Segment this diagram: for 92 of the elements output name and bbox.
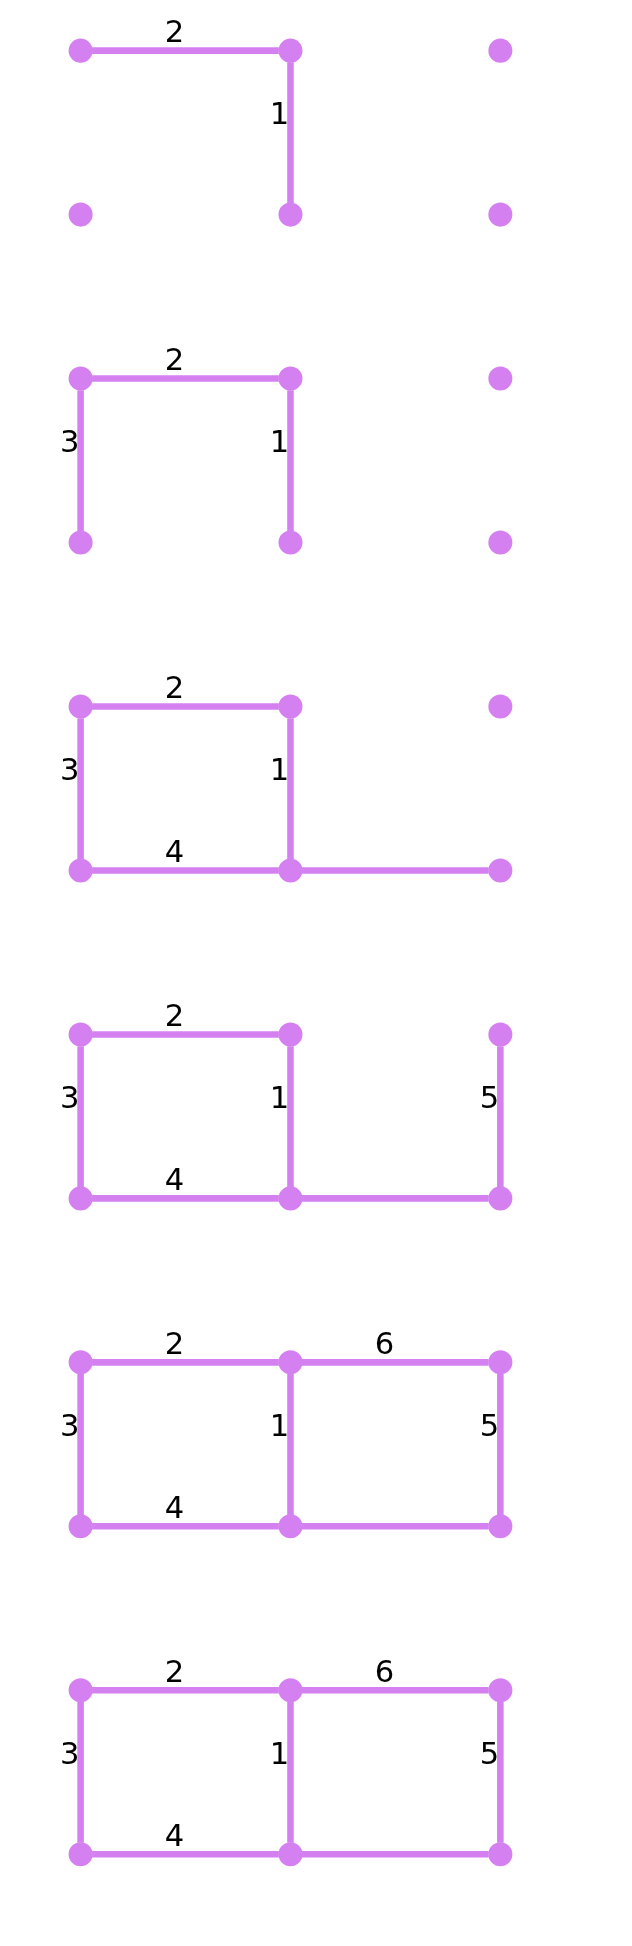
node-circle bbox=[277, 366, 302, 391]
node-circle bbox=[68, 1842, 93, 1867]
edge-label: 6 bbox=[374, 1653, 394, 1689]
node-circle bbox=[68, 366, 93, 391]
node-circle bbox=[68, 1022, 93, 1047]
node-circle bbox=[68, 1678, 93, 1703]
node-circle bbox=[487, 1514, 512, 1539]
connector bbox=[286, 1702, 294, 1843]
edge-label: 6 bbox=[374, 1326, 394, 1362]
edge-label: 1 bbox=[269, 96, 289, 132]
connector bbox=[496, 1374, 504, 1515]
edge-label: 1 bbox=[269, 424, 289, 460]
connector bbox=[286, 62, 294, 204]
edge-label: 3 bbox=[59, 752, 79, 788]
connector bbox=[286, 390, 294, 532]
connector bbox=[76, 390, 84, 532]
edge-label: 2 bbox=[164, 670, 184, 706]
node-circle bbox=[487, 38, 512, 63]
node-circle bbox=[487, 366, 512, 391]
connector bbox=[286, 718, 294, 860]
connector bbox=[91, 1851, 279, 1858]
edge-label: 1 bbox=[269, 1080, 289, 1116]
connector bbox=[91, 1523, 279, 1530]
node-circle bbox=[277, 1678, 302, 1703]
node-circle bbox=[277, 694, 302, 719]
edge-label: 1 bbox=[269, 752, 289, 788]
node-circle bbox=[68, 202, 93, 227]
node-circle bbox=[487, 1842, 512, 1867]
node-circle bbox=[277, 202, 302, 227]
node-circle bbox=[277, 530, 302, 555]
edge-label: 5 bbox=[479, 1080, 499, 1116]
connector bbox=[301, 1851, 489, 1858]
node-circle bbox=[277, 1842, 302, 1867]
connector bbox=[301, 867, 489, 874]
node-circle bbox=[487, 1186, 512, 1211]
node-circle bbox=[68, 530, 93, 555]
connector bbox=[76, 1702, 84, 1843]
edge-label: 2 bbox=[164, 1653, 184, 1689]
node-circle bbox=[277, 1514, 302, 1539]
connector bbox=[91, 703, 279, 710]
node-circle bbox=[277, 1350, 302, 1375]
edge-label: 2 bbox=[164, 342, 184, 378]
connector bbox=[91, 867, 279, 874]
edge-label: 1 bbox=[269, 1736, 289, 1772]
node-circle bbox=[277, 858, 302, 883]
node-circle bbox=[277, 1022, 302, 1047]
edge-label: 3 bbox=[59, 1736, 79, 1772]
edge-label: 2 bbox=[164, 998, 184, 1034]
edge-label: 5 bbox=[479, 1736, 499, 1772]
node-circle bbox=[487, 694, 512, 719]
connector bbox=[286, 1046, 294, 1187]
edge-label: 4 bbox=[164, 1817, 184, 1853]
node-circle bbox=[487, 1022, 512, 1047]
node-circle bbox=[487, 1350, 512, 1375]
node-circle bbox=[68, 858, 93, 883]
connector bbox=[91, 1687, 279, 1694]
connector bbox=[301, 1195, 489, 1202]
node-circle bbox=[68, 1514, 93, 1539]
connector bbox=[91, 1359, 279, 1366]
node-circle bbox=[277, 1186, 302, 1211]
edge-label: 4 bbox=[164, 1490, 184, 1526]
node-circle bbox=[68, 1350, 93, 1375]
connector bbox=[91, 1031, 279, 1038]
edge-label: 4 bbox=[164, 834, 184, 870]
node-circle bbox=[487, 530, 512, 555]
connector bbox=[496, 1046, 504, 1187]
connector bbox=[91, 47, 279, 54]
edge-label: 3 bbox=[59, 1080, 79, 1116]
edge-label: 5 bbox=[479, 1408, 499, 1444]
edge-label: 4 bbox=[164, 1162, 184, 1198]
node-circle bbox=[487, 202, 512, 227]
connector bbox=[91, 1195, 279, 1202]
node-circle bbox=[487, 858, 512, 883]
node-circle bbox=[68, 38, 93, 63]
connector bbox=[76, 1046, 84, 1187]
connector bbox=[76, 718, 84, 860]
node-circle bbox=[487, 1678, 512, 1703]
connector bbox=[76, 1374, 84, 1515]
node-circle bbox=[68, 694, 93, 719]
edge-label: 2 bbox=[164, 14, 184, 50]
edge-label: 2 bbox=[164, 1326, 184, 1362]
edge-label: 1 bbox=[269, 1408, 289, 1444]
connector bbox=[286, 1374, 294, 1515]
node-circle bbox=[68, 1186, 93, 1211]
edge-label: 3 bbox=[59, 424, 79, 460]
connector bbox=[301, 1687, 489, 1694]
connector bbox=[91, 375, 279, 382]
node-circle bbox=[277, 38, 302, 63]
connector bbox=[496, 1702, 504, 1843]
connector bbox=[301, 1523, 489, 1530]
connector bbox=[301, 1359, 489, 1366]
edge-label: 3 bbox=[59, 1408, 79, 1444]
